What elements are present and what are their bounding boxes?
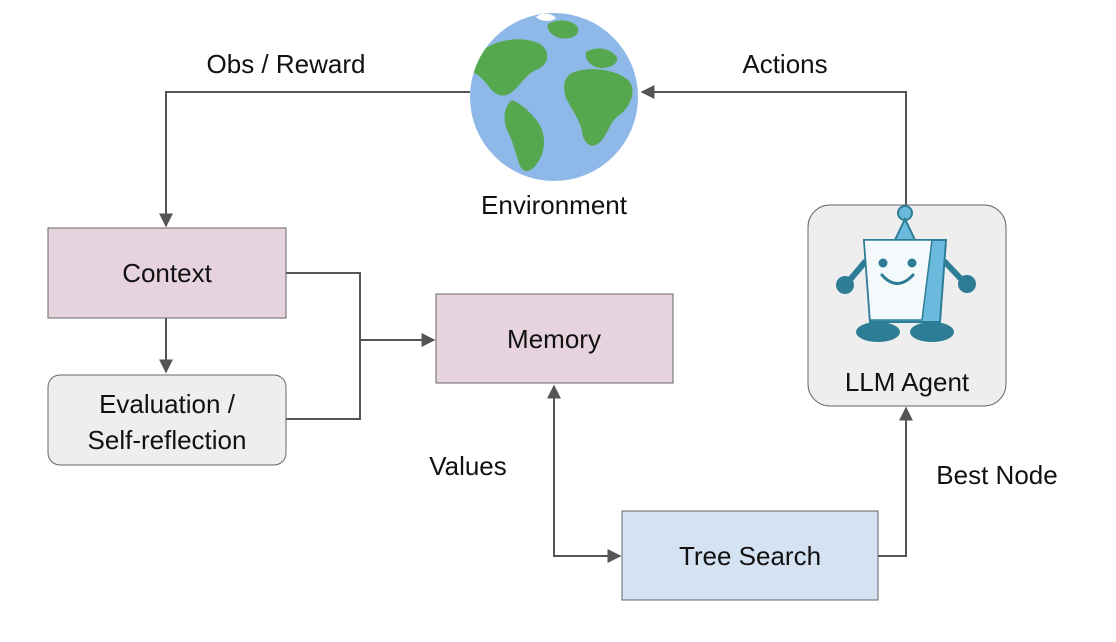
evaluation-node: Evaluation / Self-reflection — [47, 374, 287, 466]
edge-obs-reward — [159, 91, 470, 228]
tree-search-label: Tree Search — [679, 541, 821, 571]
tree-search-node: Tree Search — [621, 510, 879, 601]
context-label: Context — [122, 258, 212, 288]
llm-agent-node: LLM Agent — [807, 204, 1007, 407]
globe-icon — [470, 13, 638, 181]
memory-label: Memory — [507, 324, 601, 354]
evaluation-label-line1: Evaluation / — [99, 389, 236, 419]
edge-label-values: Values — [429, 451, 507, 481]
evaluation-label-line2: Self-reflection — [88, 425, 247, 455]
context-node: Context — [47, 227, 287, 319]
edge-label-obs-reward: Obs / Reward — [207, 49, 366, 79]
edge-evaluation-memory — [286, 340, 361, 420]
edge-best-node — [878, 406, 913, 557]
edge-label-best-node: Best Node — [936, 460, 1057, 490]
memory-node: Memory — [435, 293, 674, 384]
edge-actions — [640, 85, 907, 205]
robot-icon — [836, 205, 976, 342]
edge-values — [547, 384, 622, 563]
environment-label: Environment — [481, 190, 628, 220]
edge-context-memory — [286, 272, 361, 340]
llm-agent-label: LLM Agent — [845, 367, 970, 397]
edge-label-actions: Actions — [742, 49, 827, 79]
